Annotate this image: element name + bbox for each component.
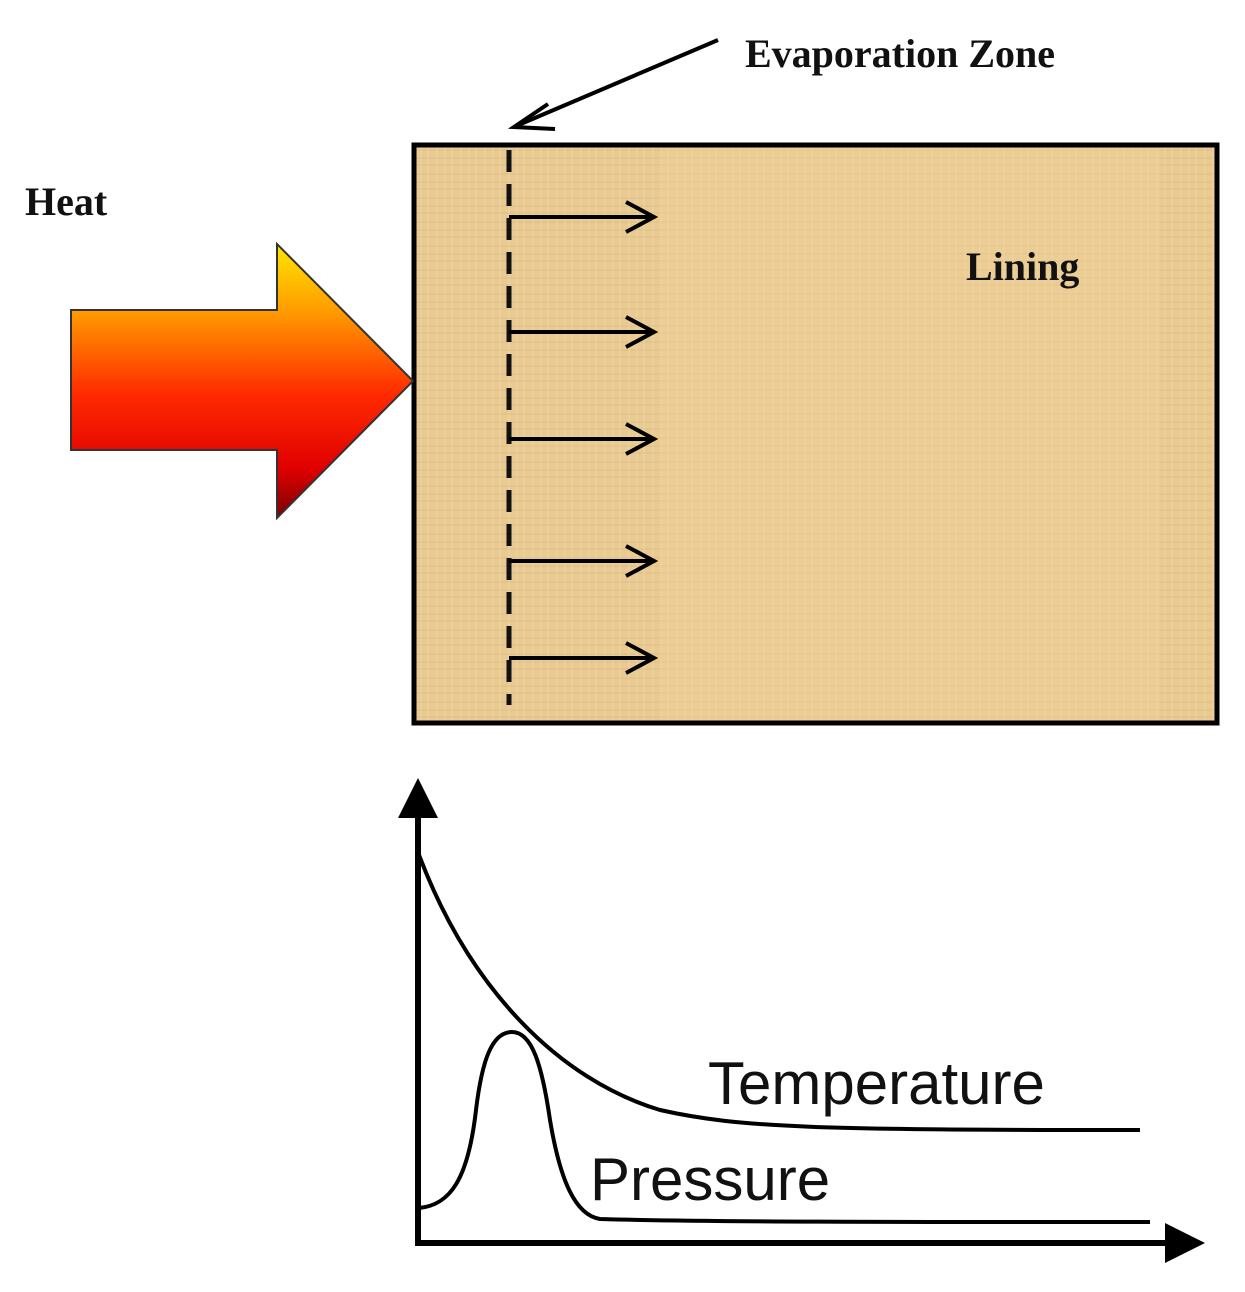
flow-arrow-icon	[509, 200, 659, 234]
pressure-curve	[418, 1029, 1151, 1224]
lining-label: Lining	[966, 244, 1080, 289]
temperature-label: Temperature	[708, 1050, 1045, 1117]
evaporation-zone-label: Evaporation Zone	[745, 31, 1056, 76]
lining-block	[411, 142, 1220, 726]
temperature-curve	[417, 854, 1141, 1132]
graph-axes	[398, 778, 1205, 1263]
flow-arrow-icon	[509, 422, 659, 456]
flow-arrow-icon	[509, 544, 659, 578]
flow-arrow-icon	[509, 641, 659, 675]
heat-arrow-icon	[70, 241, 415, 521]
heat-label: Heat	[25, 179, 108, 224]
evaporation-pointer-arrow	[507, 38, 719, 131]
pressure-label: Pressure	[590, 1146, 830, 1213]
flow-arrow-icon	[509, 315, 659, 349]
